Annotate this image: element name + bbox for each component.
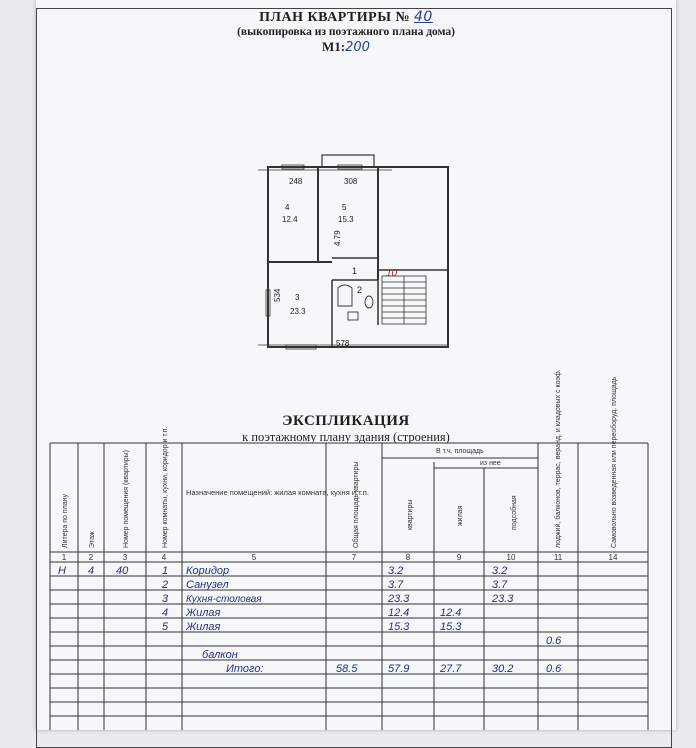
col-number: 2 [89,553,94,562]
cell-room: 2 [161,579,168,591]
col-header-purpose: Назначение помещений: жилая комната, кух… [186,488,369,497]
staircase-shape [381,275,427,325]
cell-room: 1 [162,565,168,577]
dim-bottom: 578 [336,339,350,348]
cell-name: Санузел [186,579,229,591]
cell-aux: 23.3 [491,593,514,605]
plan-title-prefix: ПЛАН КВАРТИРЫ № [259,10,411,25]
room-5-area: 15.3 [338,215,354,224]
apartment-label: 10 [386,268,398,279]
cell-name: Коридор [186,565,229,577]
cell-aux: 3.2 [492,565,507,577]
col-header-room: Номер комнаты, кухни, коридор и т.п. [162,426,169,548]
total-living: 27.7 [439,663,462,675]
cell-room: 5 [162,621,169,633]
toilet-shape [364,295,374,309]
cell-name: Жилая [185,607,221,619]
room-4-area: 12.4 [282,215,298,224]
col-header-unauthorized: Самовольно возведенная или переоборуд. п… [610,376,618,548]
cell-room: 3 [162,593,169,605]
plan-subtitle: (выкопировка из поэтажного плана дома) [237,26,455,38]
col-header-balcony: лоджий, балконов, террас, веранд, и клад… [554,369,562,548]
group-header: В т.ч. площадь [436,448,484,455]
scale-value: 200 [345,40,370,55]
sub-group-header: из нее [480,460,501,467]
col-number: 3 [123,553,128,562]
col-header-living: жилая [457,505,464,526]
cell-aux: 3.7 [492,579,508,591]
col-number: 9 [457,553,462,562]
col-header-floor: Этаж [89,531,96,548]
cell-room: 4 [162,607,168,619]
outer-walls [267,166,449,348]
col-number: 7 [352,553,357,562]
explication-title: ЭКСПЛИКАЦИЯ [282,413,410,429]
col-header-total: Общая площадь квартиры [352,462,360,548]
cell-q: 15.3 [388,621,410,633]
total-label: Итого: [226,663,264,675]
cell-apt: 40 [116,565,129,577]
col-number: 10 [507,553,516,562]
floor-plan: 248 308 578 534 4.79 10 4 12.4 5 15.3 3 … [258,154,449,350]
col-number: 14 [609,553,618,562]
document-sheet: ПЛАН КВАРТИРЫ № 40 (выкопировка из поэта… [36,0,676,748]
plan-scale: М1:200 [36,39,656,55]
col-number: 11 [554,553,563,562]
cell-living: 12.4 [440,607,461,619]
total-q: 57.9 [388,663,409,675]
col-header-litera: Литера по плану [62,493,69,548]
cell-living: 15.3 [440,621,462,633]
sink-shape [347,311,359,321]
col-header-apt: Номер помещения (квартиры) [123,450,130,548]
total-balcony: 0.6 [546,663,562,675]
explication-table: Литера по плану Этаж Номер помещения (кв… [49,369,649,730]
cell-name: Кухня-столовая [186,594,262,605]
plan-title-number: 40 [414,9,433,25]
cell-litera: Н [58,565,66,577]
cell-q: 12.4 [388,607,409,619]
room-5-number: 5 [342,203,347,212]
total-area: 58.5 [336,663,358,675]
col-number: 1 [62,553,67,562]
cell-q: 3.2 [388,565,403,577]
col-number: 8 [406,553,411,562]
col-header-apartment: квартиры [407,500,414,530]
room-4-number: 4 [285,203,290,212]
cell-floor: 4 [88,565,94,577]
dim-left: 534 [273,288,282,302]
cell-q: 23.3 [387,593,410,605]
cell-name: Жилая [185,621,221,633]
cell-balcony: 0.6 [546,635,562,647]
cell-q: 3.7 [388,579,404,591]
scale-prefix: М1: [322,39,346,54]
dim-top-left: 248 [289,177,303,186]
col-header-auxiliary: подсобная [510,495,518,530]
col-number: 5 [252,553,257,562]
dim-top-right: 308 [344,177,358,186]
total-aux: 30.2 [492,663,513,675]
cell-name: балкон [202,649,238,661]
dim-mid: 4.79 [333,230,342,246]
explication-subtitle: к поэтажному плану здания (строения) [242,430,450,444]
room-2-number: 2 [357,285,362,295]
room-3-area: 23.3 [290,307,306,316]
bathtub-shape [337,284,353,307]
room-1-number: 1 [352,266,357,276]
room-3-number: 3 [295,293,300,302]
col-number: 4 [162,553,167,562]
plan-title: ПЛАН КВАРТИРЫ № 40 [36,9,656,26]
